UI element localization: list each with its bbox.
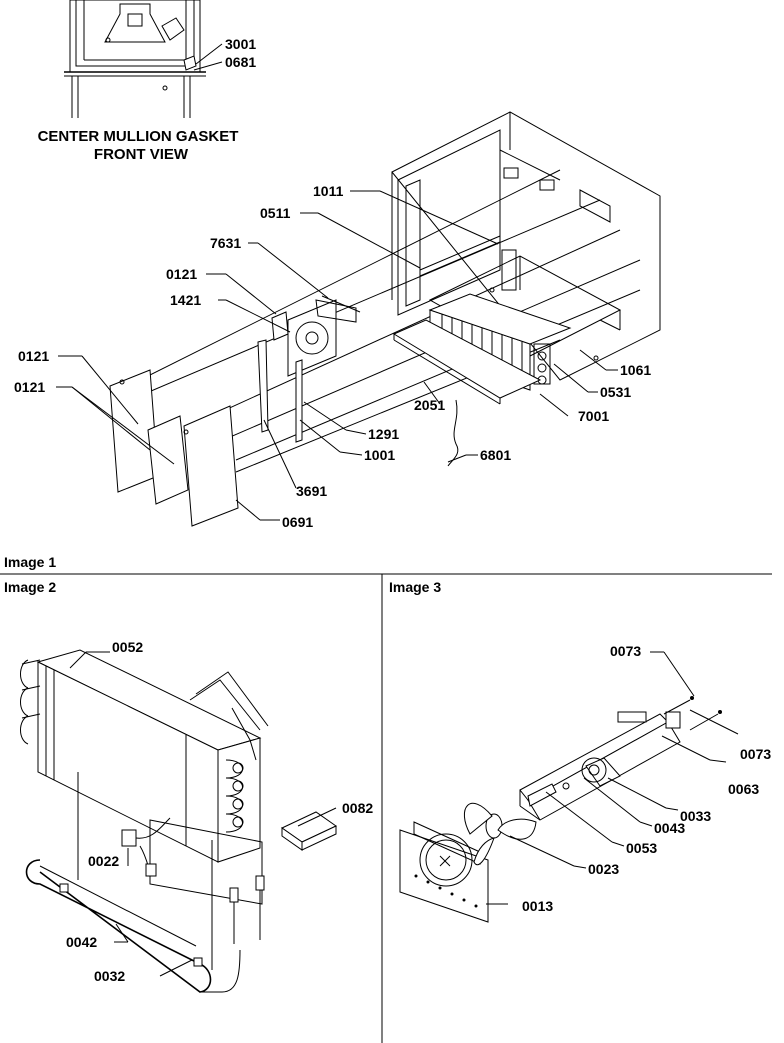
label-0052: 0052 (112, 639, 143, 655)
gasket-caption-line2: FRONT VIEW (94, 146, 189, 163)
label-1291: 1291 (368, 426, 399, 442)
label-6801: 6801 (480, 447, 511, 463)
evaporator-housing-drawing (109, 111, 661, 527)
image2-title: Image 2 (4, 579, 56, 595)
label-0691: 0691 (282, 514, 313, 530)
label-2051: 2051 (414, 397, 445, 413)
label-0042: 0042 (66, 934, 97, 950)
label-3001: 3001 (225, 36, 256, 52)
label-7631: 7631 (210, 235, 241, 251)
center-mullion-gasket-drawing (64, 0, 223, 118)
label-0013: 0013 (522, 898, 553, 914)
label-0531: 0531 (600, 384, 631, 400)
label-1061: 1061 (620, 362, 651, 378)
label-0023: 0023 (588, 861, 619, 877)
label-0022: 0022 (88, 853, 119, 869)
label-0033: 0033 (680, 808, 711, 824)
label-0063: 0063 (728, 781, 759, 797)
label-0053: 0053 (626, 840, 657, 856)
image1-title: Image 1 (4, 554, 56, 570)
label-0121-a: 0121 (166, 266, 197, 282)
evaporator-coil-drawing (20, 649, 337, 993)
label-0681: 0681 (225, 54, 256, 70)
label-0073-a: 0073 (610, 643, 641, 659)
image3-title: Image 3 (389, 579, 441, 595)
gasket-caption-line1: CENTER MULLION GASKET (38, 128, 239, 145)
image1-leader-lines (56, 190, 618, 521)
label-0043: 0043 (654, 820, 685, 836)
label-7001: 7001 (578, 408, 609, 424)
image3-leader-lines (486, 651, 739, 905)
label-0511: 0511 (260, 205, 291, 221)
image2-leader-lines (69, 651, 337, 977)
fan-motor-assembly-drawing (399, 696, 722, 923)
label-1001: 1001 (364, 447, 395, 463)
label-0082: 0082 (342, 800, 373, 816)
label-0121-c: 0121 (14, 379, 45, 395)
label-0073-b: 0073 (740, 746, 771, 762)
label-1421: 1421 (170, 292, 201, 308)
label-1011: 1011 (313, 183, 344, 199)
label-3691: 3691 (296, 483, 327, 499)
label-0121-b: 0121 (18, 348, 49, 364)
label-0032: 0032 (94, 968, 125, 984)
